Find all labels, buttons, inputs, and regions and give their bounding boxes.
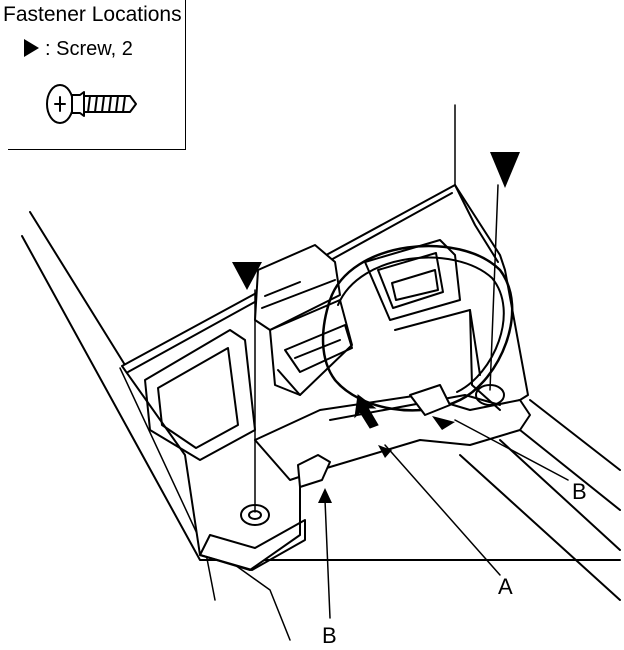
callout-b-right: B	[572, 479, 587, 504]
legend-box	[8, 0, 186, 150]
legend-item-label: : Screw, 2	[45, 38, 133, 60]
triangle-pointer-icon	[24, 39, 39, 57]
removal-arrow-icon	[354, 394, 379, 429]
leader-line-a	[384, 444, 501, 576]
screw-location-marker-right	[490, 152, 520, 188]
detail-circle	[321, 244, 514, 412]
leader-line-b-bottom	[324, 499, 331, 619]
screw-location-marker-left	[232, 262, 262, 290]
legend-item-screw: : Screw, 2	[24, 37, 133, 61]
screw-icon	[46, 84, 137, 124]
legend-title: Fastener Locations	[3, 3, 182, 26]
callout-b-bottom: B	[322, 623, 337, 648]
callout-a: A	[498, 574, 513, 599]
leader-line-b-right	[454, 419, 569, 481]
